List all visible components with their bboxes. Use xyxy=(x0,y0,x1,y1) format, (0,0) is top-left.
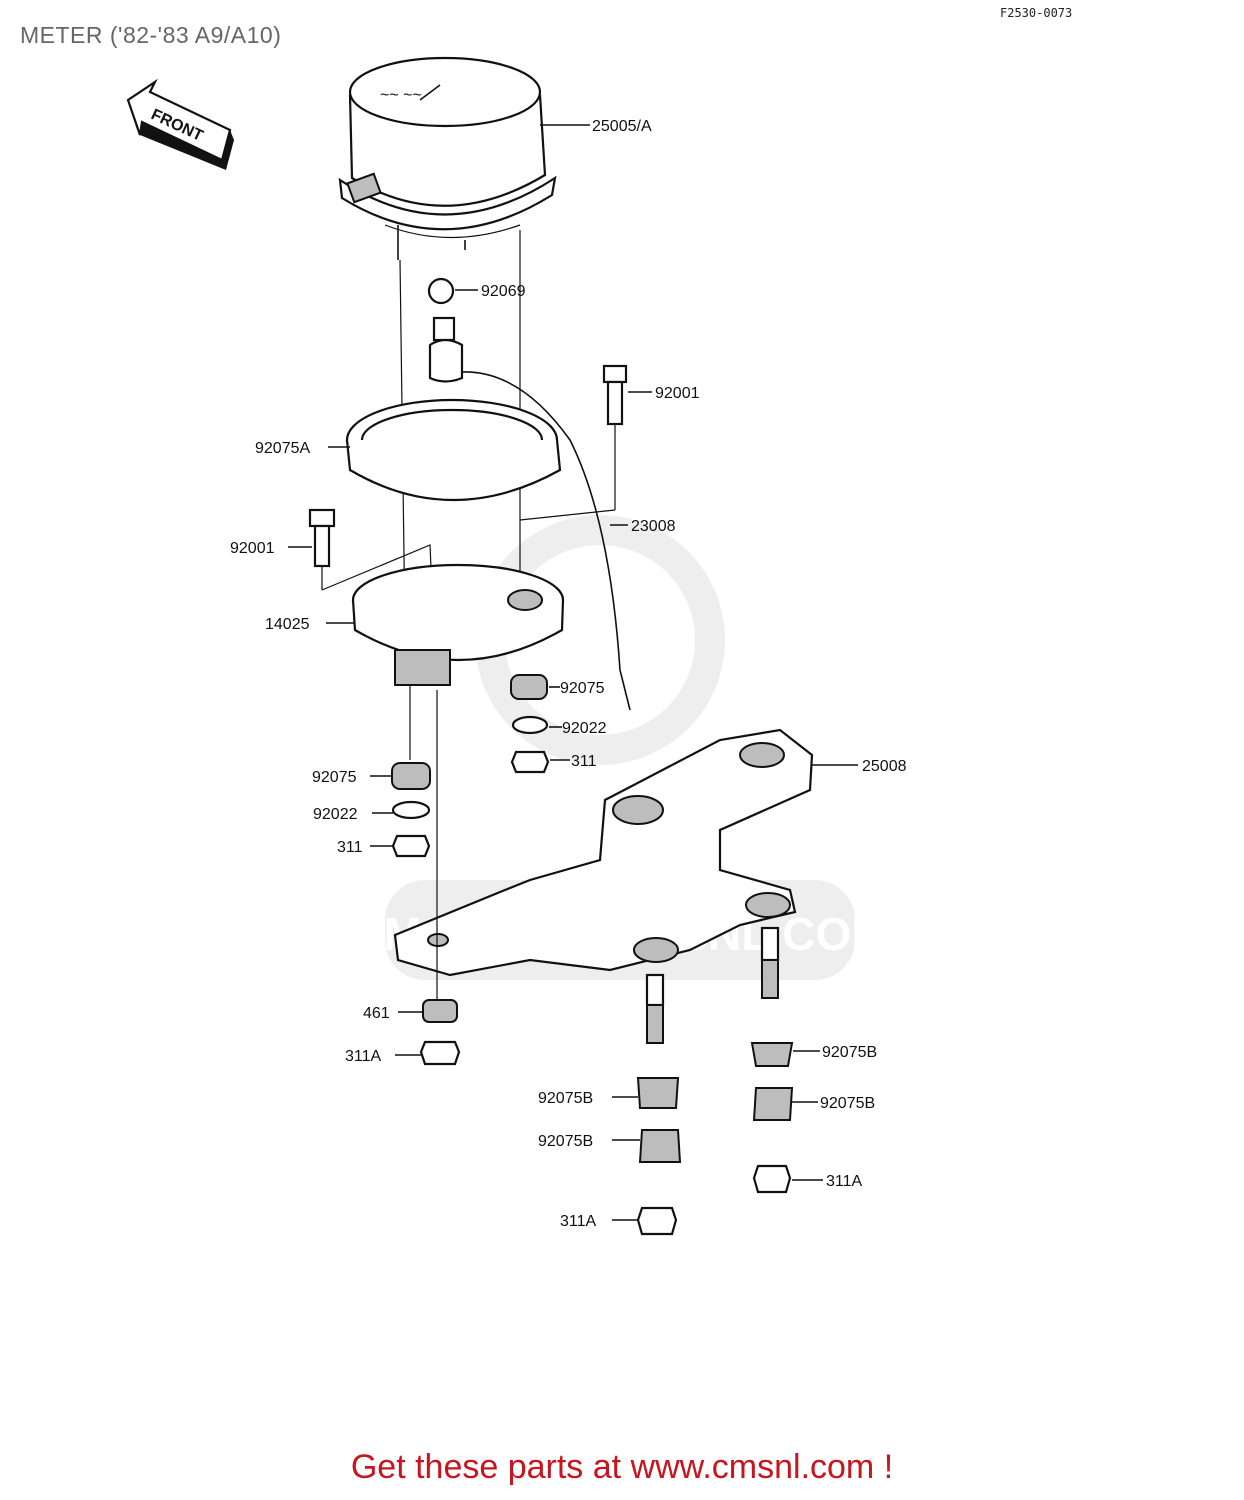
meter-unit: ~~ ~~ xyxy=(338,56,557,260)
svg-text:~~ ~~: ~~ ~~ xyxy=(380,87,422,104)
footer-link-text[interactable]: Get these parts at www.cmsnl.com ! xyxy=(350,1448,894,1486)
nut-b xyxy=(391,834,431,858)
label-grommet-b: 92075 xyxy=(312,769,357,786)
label-nut-b: 311 xyxy=(337,839,363,856)
label-grommet-92075b-3: 92075B xyxy=(538,1133,593,1150)
label-cover: 92075A xyxy=(255,440,310,457)
washer-461 xyxy=(422,999,458,1023)
grommet-92075b-1 xyxy=(636,1077,680,1109)
label-grommet-92075b-4: 92075B xyxy=(820,1095,875,1112)
label-bulb: 92069 xyxy=(481,283,526,300)
label-washer-461: 461 xyxy=(363,1005,390,1022)
housing xyxy=(351,563,565,686)
label-grommet-92075b-2: 92075B xyxy=(822,1044,877,1061)
washer-b xyxy=(391,800,431,820)
label-cable: 23008 xyxy=(631,518,676,535)
label-washer-b: 92022 xyxy=(313,806,358,823)
label-nut-311a-bottom: 311A xyxy=(560,1213,597,1230)
bolt-right xyxy=(602,364,628,426)
label-housing: 14025 xyxy=(265,616,310,633)
bulb xyxy=(427,277,464,383)
label-bracket: 25008 xyxy=(862,758,907,775)
grommet-92075b-4 xyxy=(752,1087,794,1121)
label-grommet-92075b-1: 92075B xyxy=(538,1090,593,1107)
nut-311a-bottom xyxy=(636,1206,678,1236)
nut-a xyxy=(510,750,550,774)
label-nut-a: 311 xyxy=(571,753,597,770)
label-nut-311a-left: 311A xyxy=(345,1048,382,1065)
cover-ring xyxy=(345,398,562,502)
stud-left xyxy=(645,973,665,1044)
washer-a xyxy=(511,715,549,735)
label-grommet-a: 92075 xyxy=(560,680,605,697)
label-nut-311a-right: 311A xyxy=(826,1173,863,1190)
label-meter: 25005/A xyxy=(592,118,652,135)
page-title: METER ('82-'83 A9/A10) xyxy=(20,22,282,48)
label-washer-a: 92022 xyxy=(562,720,607,737)
bolt-left xyxy=(308,508,336,568)
grommet-b xyxy=(391,762,431,790)
stud-right xyxy=(760,926,780,999)
grommet-a xyxy=(510,674,548,700)
nut-311a-right xyxy=(752,1164,792,1194)
bracket xyxy=(393,728,814,977)
grommet-92075b-2 xyxy=(750,1042,794,1067)
label-bolt-right: 92001 xyxy=(655,385,700,402)
label-bolt-left: 92001 xyxy=(230,540,275,557)
grommet-92075b-3 xyxy=(638,1129,682,1163)
cable xyxy=(461,371,631,711)
nut-311a-left xyxy=(419,1040,461,1066)
front-arrow-icon: FRONT xyxy=(126,78,234,170)
diagram-code: F2530-0073 xyxy=(1000,6,1073,20)
